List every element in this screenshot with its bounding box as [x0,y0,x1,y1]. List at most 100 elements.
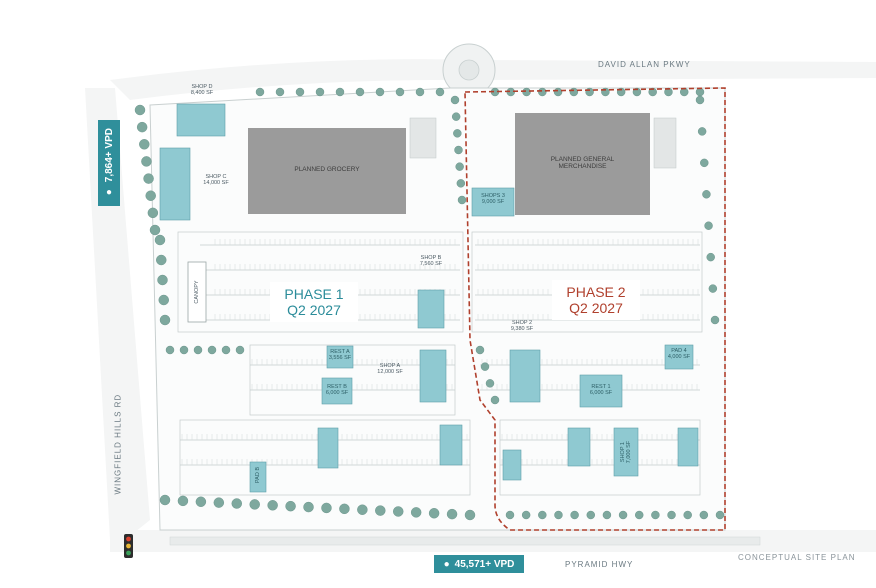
merchandise-label: PLANNED GENERAL MERCHANDISE [530,156,635,170]
tree [456,179,466,188]
tree [446,508,458,520]
tree [538,87,547,97]
tree [335,87,345,97]
tree [697,127,707,136]
tree [213,497,225,508]
tree [134,104,146,116]
tree [231,498,242,509]
tree [156,254,167,266]
rest-b-label: REST B 6,000 SF [322,384,352,396]
phase-1-label: PHASE 1 Q2 2027 [270,282,358,323]
tree [618,510,628,520]
canopy-label: CANOPY [193,280,200,304]
tree [157,274,168,286]
rest-1-name: REST 1 [591,384,611,390]
tree [683,510,692,520]
shop-a-label: SHOP A 12,000 SF [368,363,412,375]
tree [303,501,314,513]
tree [235,345,245,355]
tree [553,87,563,97]
shop-b-label: SHOP B 7,560 SF [410,255,452,267]
phase-1-title: PHASE 1 [284,286,344,302]
shop-d-label: SHOP D 8,400 SF [180,84,224,96]
rest-b-name: REST B [327,384,347,390]
phase-2-label: PHASE 2 Q2 2027 [552,280,640,321]
shop-1-label: SHOP 1 7,000 SF [620,430,632,474]
pad-4-label: PAD 4 4,000 SF [665,348,693,360]
pad-4-pad [664,344,694,370]
rest-1-label: REST 1 6,000 SF [580,384,622,396]
tree [700,158,709,168]
phase-1-date: Q2 2027 [287,302,341,319]
car-icon: ● [105,187,113,199]
tree [255,87,265,97]
shop-2-pad [509,349,541,403]
shop-b-name: SHOP B [420,255,442,261]
tree [154,234,166,246]
tree [706,252,715,262]
shops-3-name: SHOPS 3 [481,193,505,199]
car-icon: ● [443,558,450,570]
road-label-south: PYRAMID HWY [565,560,634,569]
tree [485,379,495,388]
tree [702,190,711,199]
tree [267,500,278,511]
tree [393,506,404,517]
shop-1-size: 7,000 SF [626,440,632,464]
traffic-count-south: ● 45,571+ VPD [434,555,524,573]
rest-a-name: REST A [330,349,350,355]
tree [410,507,422,518]
shop-c-size: 14,000 SF [203,180,229,187]
tree [139,139,150,150]
merchandise-label-line1: PLANNED GENERAL [550,156,615,163]
road-label-north: DAVID ALLAN PKWY [598,60,691,69]
rest-a-pad [326,345,354,369]
shop-c-label: SHOP C 14,000 SF [196,174,236,186]
tree [143,173,154,184]
pad-b-label: PAD B [254,466,261,484]
tree [664,87,673,97]
shop-b-pad [417,289,445,329]
tree [648,87,657,97]
tree [554,510,563,520]
tree [570,510,579,520]
shop-d-name: SHOP D [191,84,213,90]
tree [165,345,175,355]
tree [586,510,595,520]
tree [602,510,612,520]
tree [453,129,462,138]
rest-a-label: REST A 3,556 SF [326,349,354,361]
tree [179,345,189,355]
tree [455,162,464,171]
parking-stalls [181,239,699,465]
tree [715,510,725,520]
grocery-loading-area [409,117,437,159]
shop-c-pad [159,147,191,221]
tree [428,508,440,519]
traffic-light-yellow [126,543,131,549]
tree [158,294,169,306]
tree [490,395,500,405]
planned-general-merchandise-building [515,113,650,215]
shops-3-size: 9,000 SF [481,199,505,206]
tree [136,121,148,133]
tree [275,87,285,97]
tree [159,314,171,326]
shop-2-size: 9,380 SF [510,326,534,333]
tree [355,87,365,97]
merchandise-label-line2: MERCHANDISE [558,163,607,171]
rest-a-size: 3,556 SF [328,355,352,362]
traffic-light-green [126,550,131,556]
tree [395,87,405,97]
phase-2-title: PHASE 2 [566,284,626,300]
tree [695,95,705,105]
rest-b-pad [321,377,353,405]
shop-a-pad [419,349,447,403]
tree [159,494,171,506]
traffic-light-red [126,536,131,542]
tree [249,499,260,510]
tree [522,87,531,97]
shop-2-name: SHOP 2 [511,320,533,326]
tree [667,510,676,520]
merchandise-loading-area [653,117,677,169]
